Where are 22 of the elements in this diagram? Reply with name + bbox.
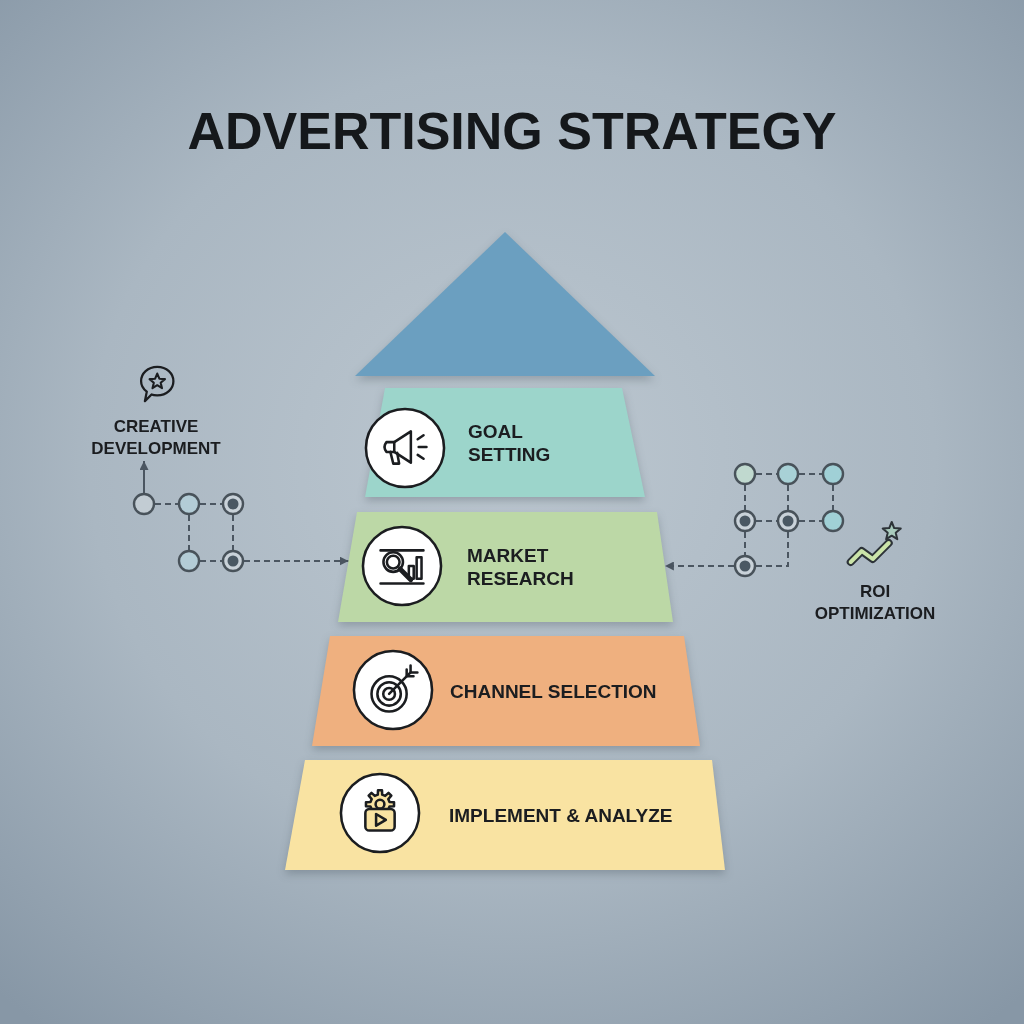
dashed-arrow bbox=[663, 561, 735, 571]
dashed-connector-line bbox=[188, 514, 190, 551]
title: ADVERTISING STRATEGY bbox=[187, 105, 837, 157]
dashed-connector-line bbox=[755, 531, 789, 567]
dashed-connector-line bbox=[232, 514, 234, 551]
dashed-connector-line bbox=[744, 484, 746, 511]
step-label: GOAL SETTING bbox=[468, 419, 551, 466]
dashed-connector-line bbox=[798, 473, 823, 475]
dashed-arrow bbox=[243, 556, 350, 566]
step-label: CHANNEL SELECTION bbox=[450, 679, 657, 703]
step-label: MARKET RESEARCH bbox=[467, 544, 574, 590]
dashed-connector-line bbox=[199, 503, 223, 505]
dashed-connector-line bbox=[832, 484, 834, 511]
dashed-connector-line bbox=[154, 503, 179, 505]
dashed-connector-line bbox=[199, 560, 223, 562]
step-label: IMPLEMENT & ANALYZE bbox=[449, 803, 673, 827]
label: CREATIVE DEVELOPMENT bbox=[91, 416, 221, 460]
arrow bbox=[139, 460, 149, 494]
label: ROI OPTIMIZATION bbox=[814, 581, 936, 625]
dashed-connector-line bbox=[744, 531, 746, 556]
dashed-connector-line bbox=[787, 484, 789, 511]
dashed-connector-line bbox=[798, 520, 823, 522]
